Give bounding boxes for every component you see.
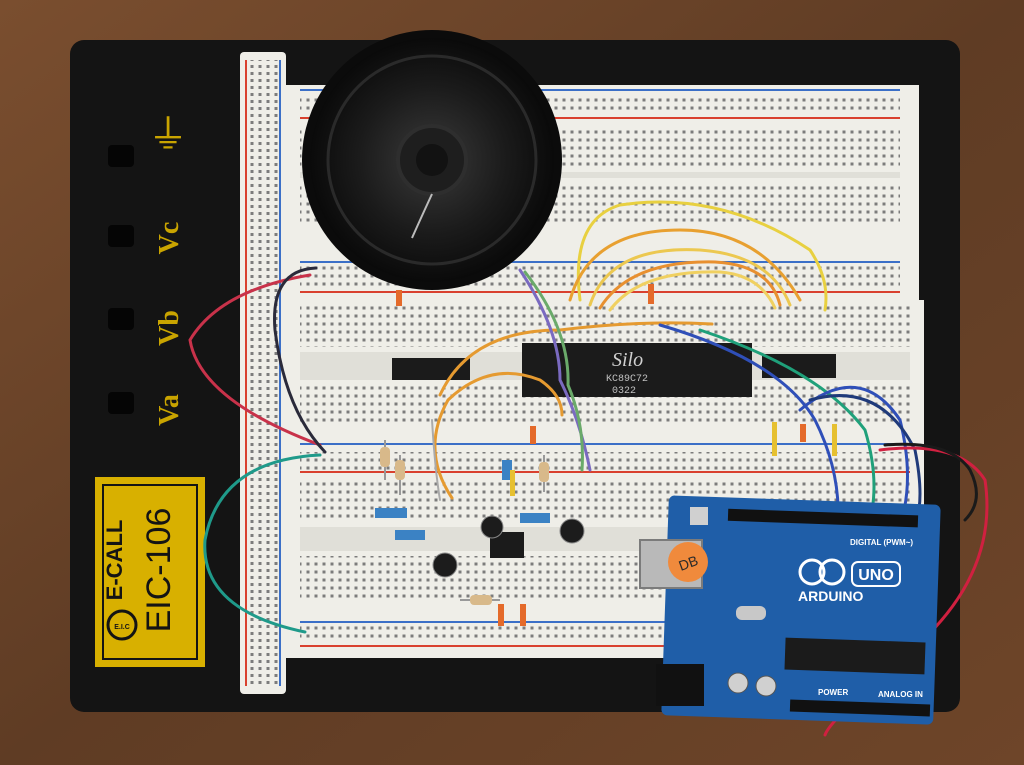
orange-capacitors — [396, 284, 806, 626]
blue-capacitors — [375, 460, 550, 540]
electrolytic-capacitors — [432, 515, 585, 578]
digital-label: DIGITAL (PWM~) — [850, 538, 913, 547]
chip-logo: Silo — [612, 349, 643, 371]
eic-logo — [106, 609, 138, 641]
atmega-chip — [784, 637, 926, 675]
power-label: POWER — [818, 688, 848, 697]
eic-mark: E.I.C — [114, 624, 130, 631]
yellow-capacitors — [510, 422, 837, 496]
base-labels: ⏚ Vc Vb Va — [148, 112, 188, 426]
brand-badge: E.I.C E-CALL EIC-106 — [95, 477, 205, 667]
vertical-power-rail — [240, 52, 286, 694]
power-jack — [656, 664, 704, 706]
analog-header — [789, 699, 931, 717]
ground-symbol: ⏚ — [148, 112, 188, 158]
brand-name: E-CALL — [102, 520, 127, 601]
speaker — [302, 30, 562, 290]
model-name: EIC-106 — [140, 508, 178, 633]
digital-header — [727, 508, 919, 528]
arduino-logo — [798, 558, 826, 586]
vb-label: Vb — [154, 310, 185, 346]
chip-part-number: KC89C72 — [606, 374, 648, 385]
resistor-bodies — [380, 447, 549, 605]
arduino-uno-board: ARDUINO UNO DIGITAL (PWM~) POWER ANALOG … — [639, 495, 941, 725]
chip-date-code: 0322 — [612, 386, 636, 397]
va-label: Va — [154, 394, 185, 426]
sticker-text: DB — [676, 552, 700, 574]
arduino-wordmark: ARDUINO — [798, 588, 863, 604]
binding-posts — [108, 145, 134, 414]
sticker — [668, 542, 708, 582]
analog-label: ANALOG IN — [878, 690, 923, 699]
arduino-model: UNO — [858, 567, 894, 584]
vc-label: Vc — [154, 222, 185, 255]
